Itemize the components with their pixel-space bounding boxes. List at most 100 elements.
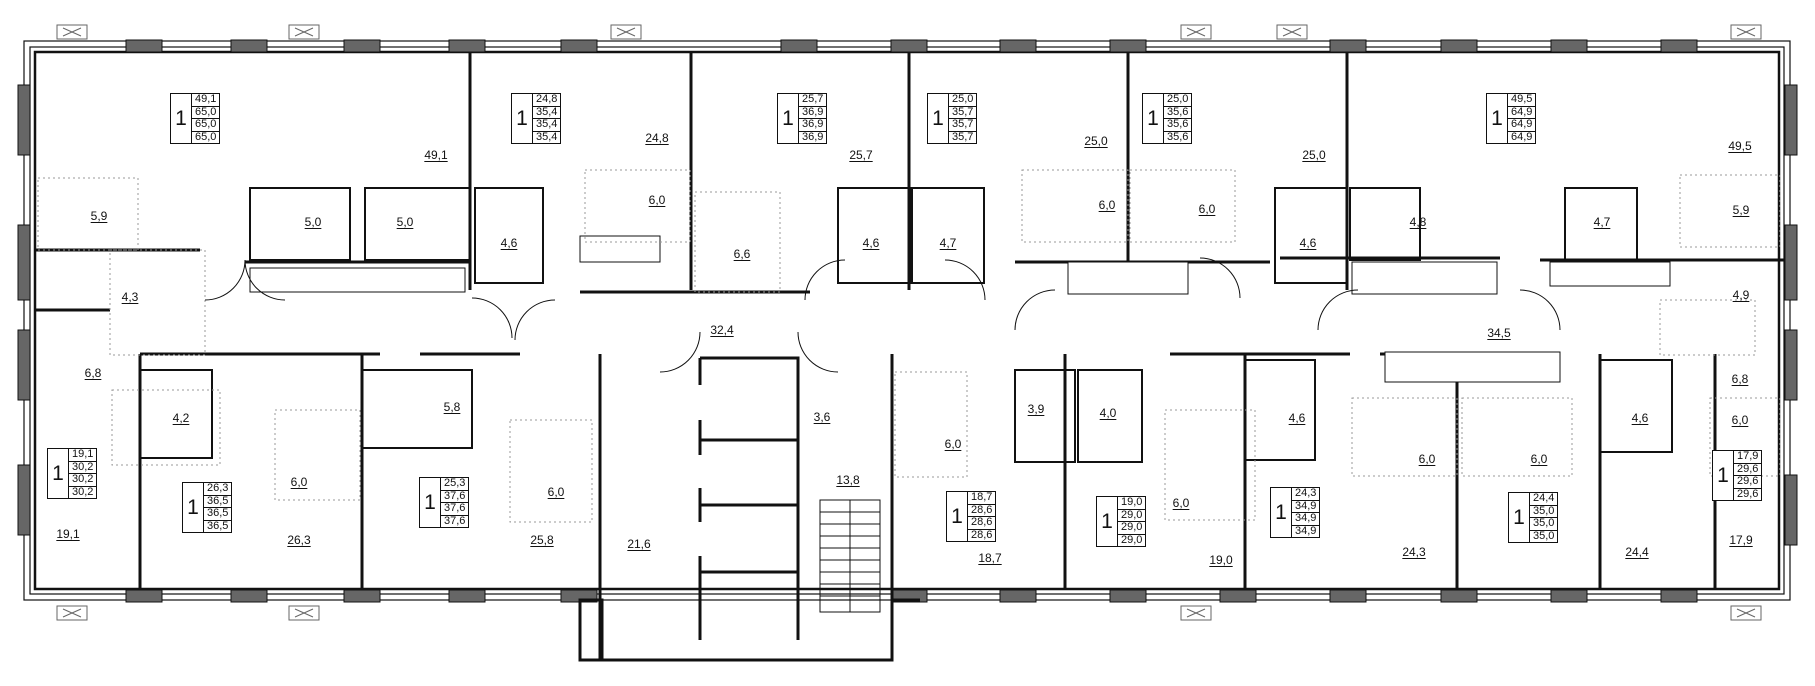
room-count: 1 — [420, 478, 441, 527]
room-area-label: 5,8 — [443, 400, 461, 414]
room-area-label: 5,9 — [90, 209, 108, 223]
room-count: 1 — [183, 483, 204, 532]
area-total-coef: 65,0 — [195, 130, 217, 143]
room-area-label: 6,0 — [1098, 198, 1116, 212]
room-area-label: 26,3 — [287, 533, 311, 547]
room-area-label: 4,6 — [1288, 411, 1306, 425]
area-total-alt: 29,0 — [1118, 521, 1146, 535]
wet-rooms — [139, 187, 1673, 463]
room-count: 1 — [48, 449, 69, 498]
area-total: 34,9 — [1292, 500, 1320, 513]
area-total: 29,6 — [1734, 463, 1762, 476]
room-area-label: 4,7 — [1593, 215, 1611, 229]
area-living: 25,3 — [441, 477, 469, 491]
area-total-coef: 34,9 — [1295, 524, 1317, 537]
area-total-alt: 30,2 — [69, 473, 97, 487]
area-living: 24,3 — [1292, 487, 1320, 501]
room-count: 1 — [1271, 488, 1292, 537]
room-area-label: 19,1 — [56, 527, 80, 541]
room-count: 1 — [1097, 497, 1118, 546]
room-area-label: 6,6 — [733, 247, 751, 261]
room-area-label: 6,0 — [547, 485, 565, 499]
room-area-label: 5,0 — [304, 215, 322, 229]
area-total-coef: 36,5 — [207, 519, 229, 532]
area-total-alt: 64,9 — [1508, 118, 1536, 132]
area-total-alt: 35,0 — [1530, 517, 1558, 531]
room-count: 1 — [1713, 451, 1734, 500]
room-area-label: 25,8 — [530, 533, 554, 547]
area-total-alt: 35,4 — [533, 118, 561, 132]
room-area-label: 5,9 — [1732, 203, 1750, 217]
room-area-label: 49,5 — [1728, 139, 1752, 153]
area-total: 36,9 — [799, 106, 827, 119]
room-count: 1 — [928, 94, 949, 143]
room-area-label: 6,0 — [290, 475, 308, 489]
room-count: 1 — [171, 94, 192, 143]
room-area-label: 4,6 — [1631, 411, 1649, 425]
room-area-label: 4,9 — [1732, 288, 1750, 302]
room-area-label: 25,7 — [849, 148, 873, 162]
area-living: 26,3 — [204, 482, 232, 496]
room-area-label: 17,9 — [1729, 533, 1753, 547]
area-total-alt: 36,5 — [204, 507, 232, 521]
room-area-label: 6,8 — [84, 366, 102, 380]
room-area-label: 4,3 — [121, 290, 139, 304]
room-area-label: 4,7 — [939, 236, 957, 250]
area-total-alt: 37,6 — [441, 502, 469, 516]
area-total-coef: 29,0 — [1121, 533, 1143, 546]
area-living: 18,7 — [968, 491, 996, 505]
room-area-label: 24,3 — [1402, 545, 1426, 559]
room-area-label: 4,6 — [500, 236, 518, 250]
area-living: 25,7 — [799, 93, 827, 107]
area-total-coef: 29,6 — [1737, 487, 1759, 500]
area-total: 65,0 — [192, 106, 220, 119]
room-area-label: 6,0 — [1731, 413, 1749, 427]
area-living: 17,9 — [1734, 450, 1762, 464]
room-area-label: 13,8 — [836, 473, 860, 487]
area-total: 35,4 — [533, 106, 561, 119]
area-total-alt: 65,0 — [192, 118, 220, 132]
area-living: 24,4 — [1530, 492, 1558, 506]
area-total-alt: 28,6 — [968, 516, 996, 530]
room-area-label: 4,0 — [1099, 406, 1117, 420]
area-total-alt: 35,7 — [949, 118, 977, 132]
room-area-label: 5,0 — [396, 215, 414, 229]
room-count: 1 — [512, 94, 533, 143]
room-area-label: 25,0 — [1084, 134, 1108, 148]
room-area-label: 6,0 — [648, 193, 666, 207]
room-count: 1 — [1509, 493, 1530, 542]
area-living: 49,5 — [1508, 93, 1536, 107]
room-area-label: 6,0 — [1418, 452, 1436, 466]
room-area-label: 18,7 — [978, 551, 1002, 565]
vent-markers — [56, 24, 1762, 621]
room-area-label: 21,6 — [627, 537, 651, 551]
area-total: 37,6 — [441, 490, 469, 503]
area-living: 24,8 — [533, 93, 561, 107]
room-count: 1 — [1487, 94, 1508, 143]
area-total: 29,0 — [1118, 509, 1146, 522]
area-living: 49,1 — [192, 93, 220, 107]
room-area-label: 25,0 — [1302, 148, 1326, 162]
room-count: 1 — [778, 94, 799, 143]
area-total-coef: 28,6 — [971, 528, 993, 541]
area-total-alt: 29,6 — [1734, 475, 1762, 489]
room-area-label: 19,0 — [1209, 553, 1233, 567]
area-total-coef: 30,2 — [72, 485, 94, 498]
room-area-label: 49,1 — [424, 148, 448, 162]
room-area-label: 6,8 — [1731, 372, 1749, 386]
room-area-label: 6,0 — [944, 437, 962, 451]
windows — [17, 39, 1798, 603]
